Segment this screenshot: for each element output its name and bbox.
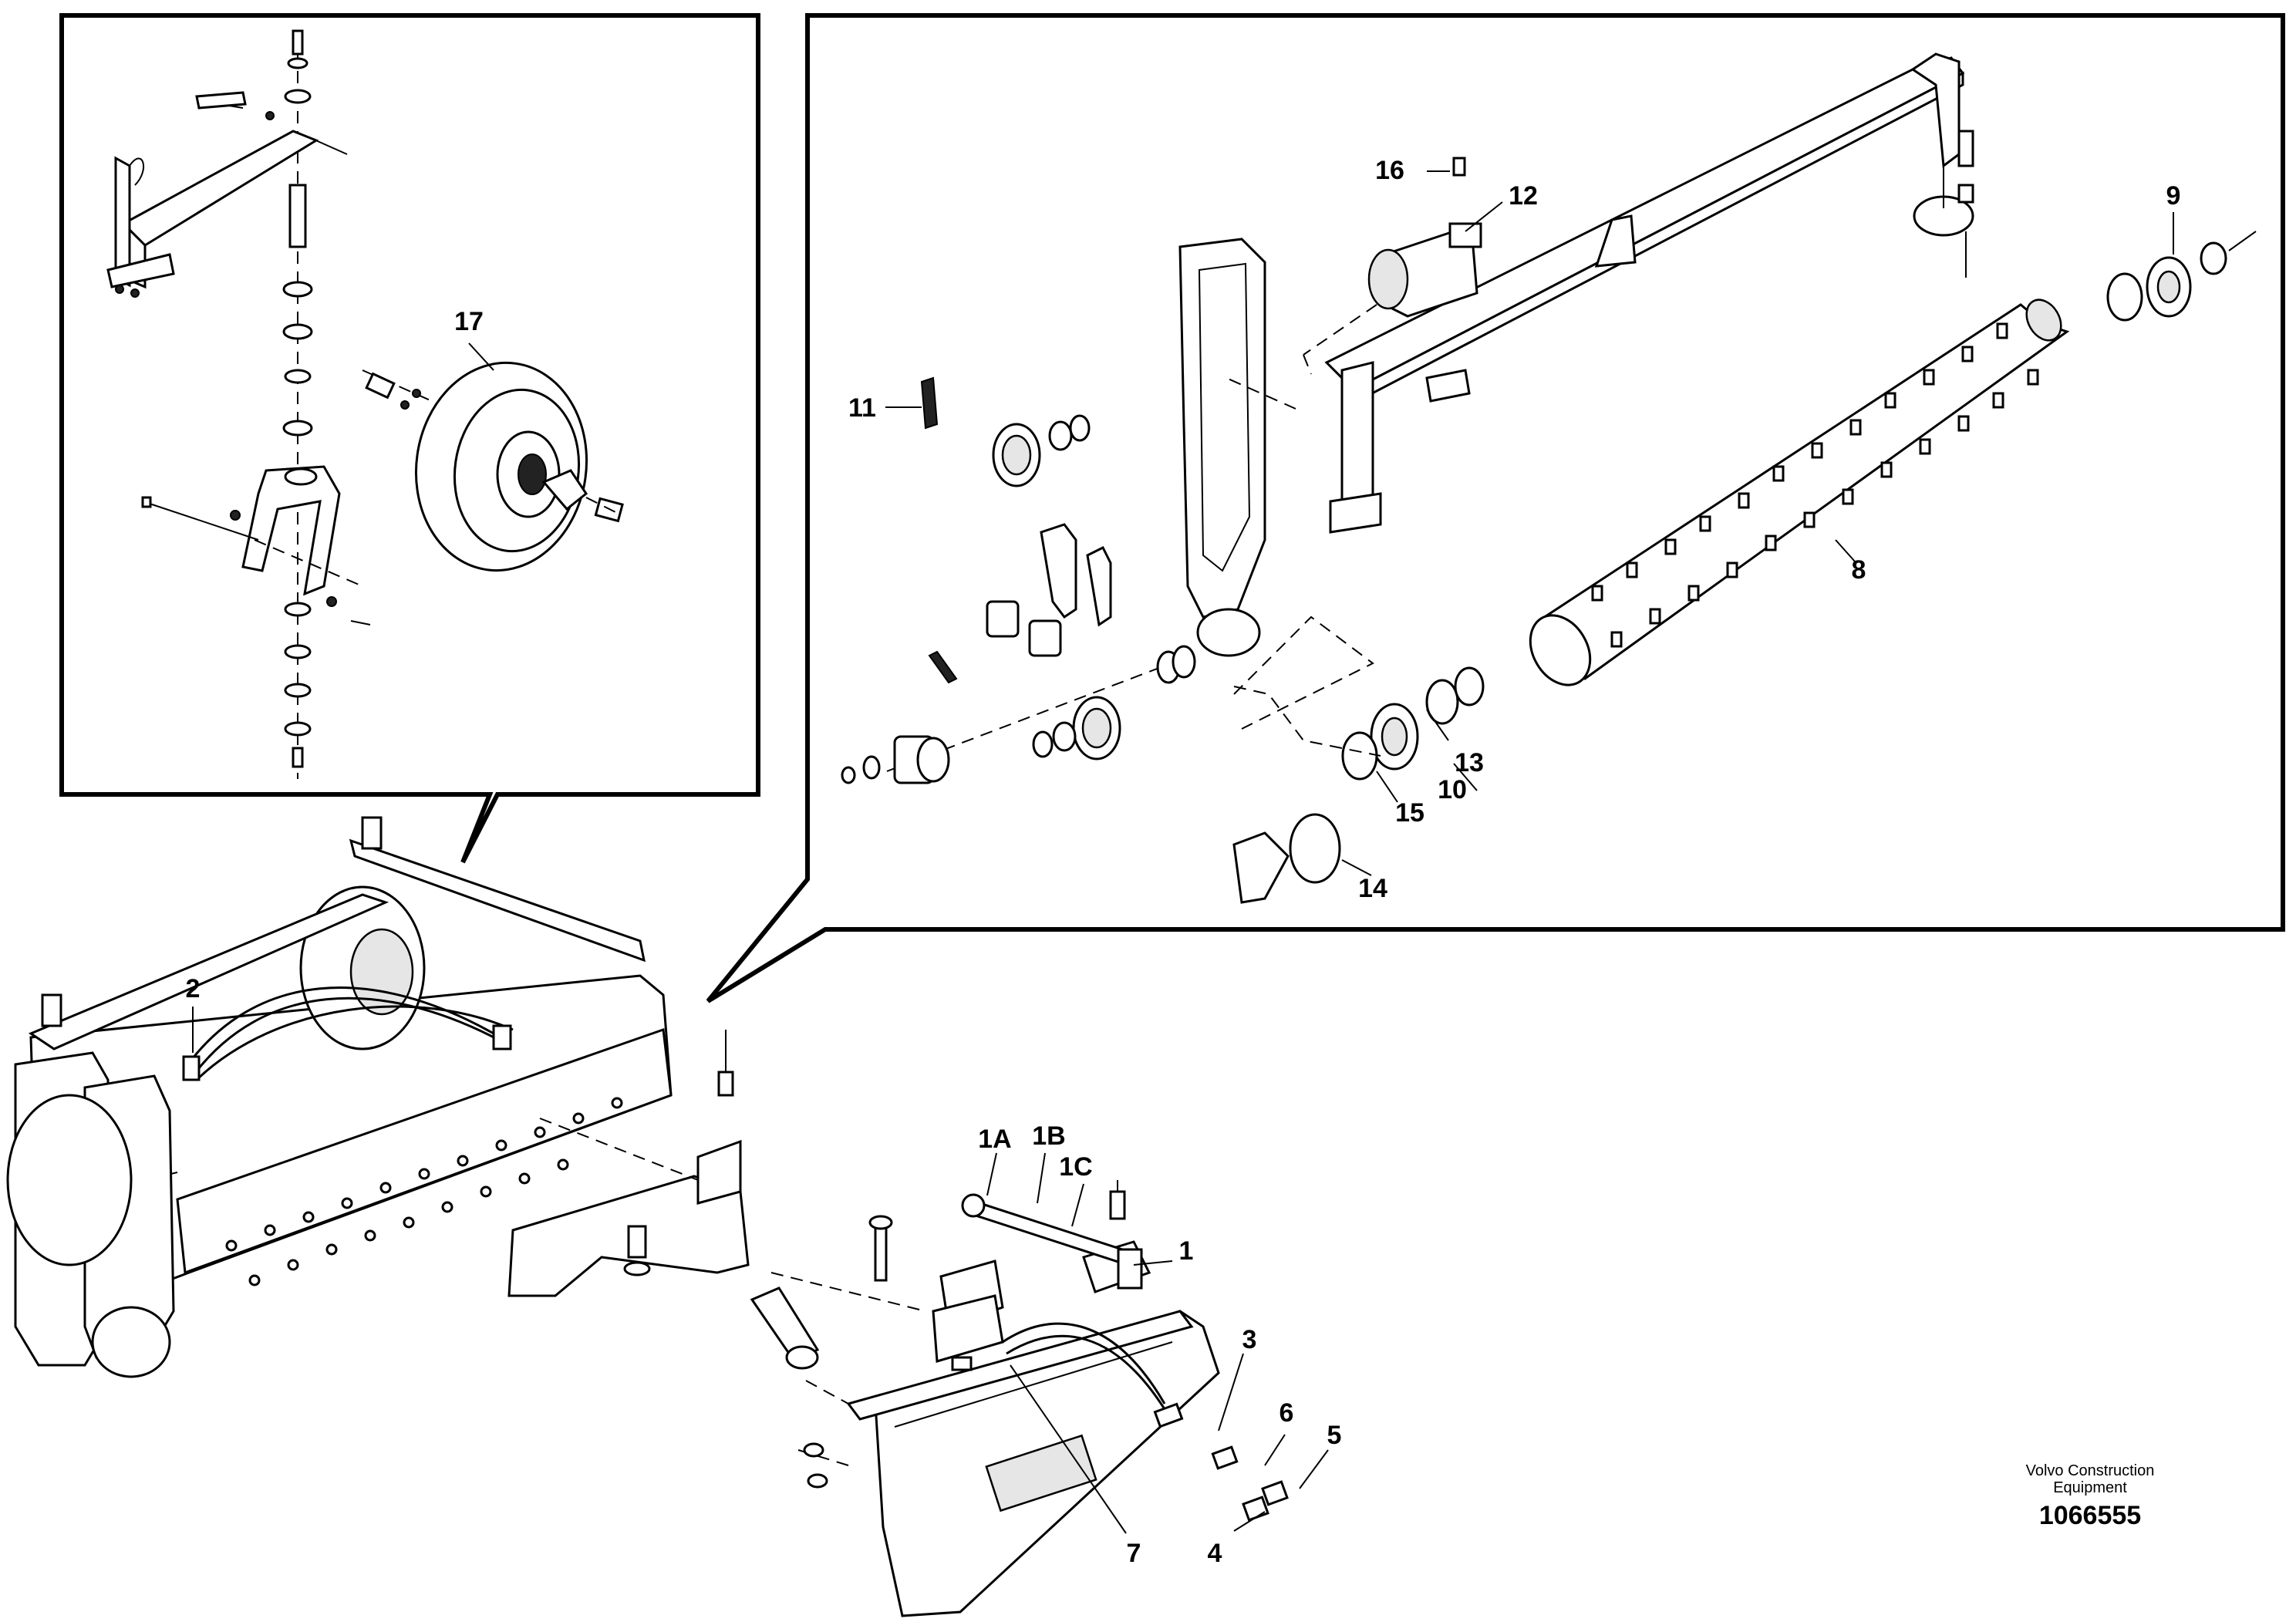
callout-8: 8	[1852, 555, 1866, 585]
callout-1B: 1B	[1032, 1121, 1065, 1151]
coupler-plate-assembly	[750, 1180, 1289, 1617]
callout-6: 6	[1279, 1398, 1294, 1428]
company-name-line1: Volvo Construction	[2025, 1462, 2155, 1479]
callout-2: 2	[186, 974, 201, 1003]
drum-drive-assembly	[841, 52, 2257, 904]
caster-wheel-assembly	[106, 29, 624, 779]
callout-9: 9	[2166, 181, 2181, 211]
callout-14: 14	[1358, 874, 1387, 903]
detail-frame-drum-assembly	[706, 13, 2285, 1003]
callout-1C: 1C	[1059, 1152, 1092, 1182]
callout-3: 3	[1242, 1325, 1257, 1354]
callout-12: 12	[1509, 181, 1538, 211]
drum-teeth	[1591, 322, 2039, 648]
company-name-line2: Equipment	[2053, 1479, 2127, 1496]
callout-11: 11	[848, 393, 876, 423]
callout-13: 13	[1455, 748, 1484, 777]
callout-labels: 17 16 12 9 11 8 13 10 15 14 2 1A 1B 1C 1…	[186, 156, 2181, 1568]
callout-4: 4	[1208, 1539, 1222, 1568]
detail-frame-wheel-assembly	[59, 13, 760, 864]
callout-10: 10	[1438, 775, 1467, 804]
callout-1A: 1A	[978, 1125, 1011, 1154]
drum-teeth-main	[225, 1097, 623, 1286]
leader-lines	[192, 170, 2174, 1534]
callout-7: 7	[1127, 1539, 1141, 1568]
document-number: 1066555	[2038, 1501, 2142, 1530]
callout-15: 15	[1395, 798, 1424, 828]
callout-16: 16	[1375, 156, 1404, 185]
main-attachment-assembly	[6, 816, 750, 1378]
callout-5: 5	[1327, 1421, 1342, 1450]
callout-1: 1	[1179, 1236, 1194, 1266]
callout-17: 17	[454, 307, 484, 336]
document-footer: Volvo Construction Equipment 1066555	[1974, 1462, 2206, 1531]
